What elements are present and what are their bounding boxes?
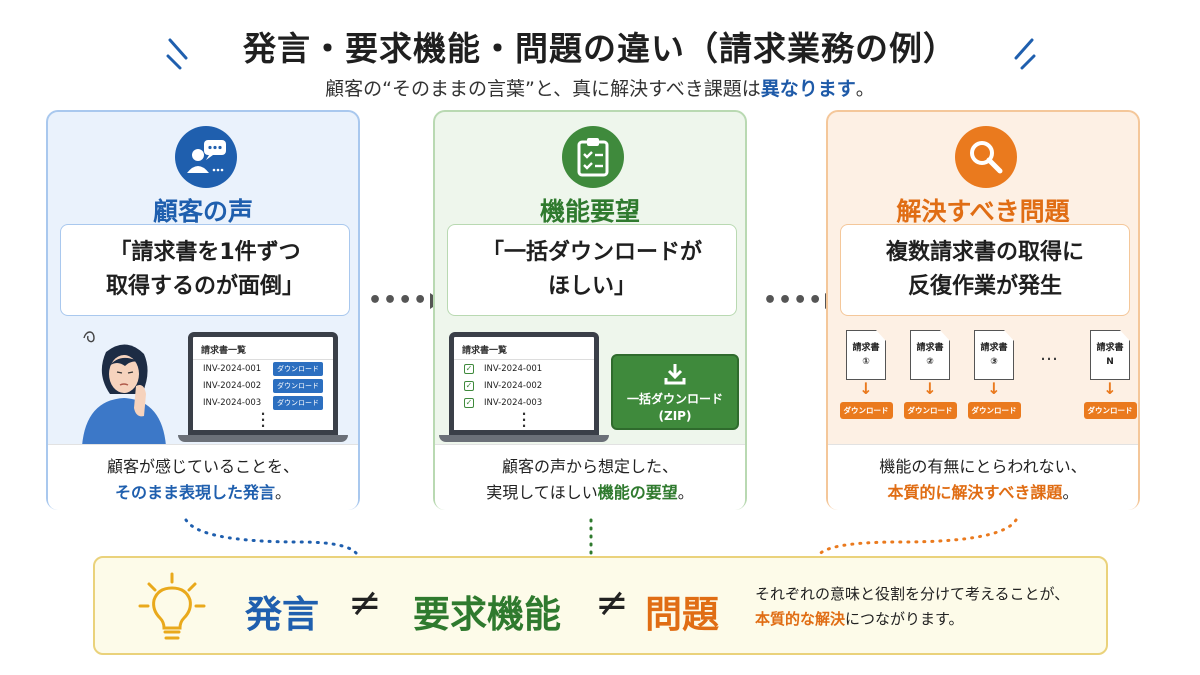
panel-heading: 顧客の声 — [152, 197, 253, 226]
not-equal-icon: ≠ — [348, 580, 382, 626]
customer-quote: 「請求書を1件ずつ 取得するのが面倒」 — [60, 224, 350, 316]
laptop-invoice-checklist: 請求書一覧 ✓INV-2024-001 ✓INV-2024-002 ✓INV-2… — [439, 332, 609, 444]
not-equal-icon: ≠ — [595, 580, 629, 626]
summary-word-feature: 要求機能 — [413, 593, 561, 636]
more-rows-icon: ··· — [521, 407, 527, 433]
checkbox-checked-icon[interactable]: ✓ — [464, 363, 474, 374]
bulk-download-button[interactable]: 一括ダウンロード (ZIP) — [611, 354, 739, 430]
speech-bubble-person-icon — [175, 126, 237, 188]
lightbulb-icon — [138, 572, 206, 640]
ellipsis: … — [1040, 344, 1058, 365]
connector-lines — [184, 518, 1018, 558]
page-title: 発言・要求機能・問題の違い（請求業務の例） — [243, 29, 957, 68]
accent-lines-right — [1014, 38, 1036, 70]
invoice-row: ✓INV-2024-002 — [464, 380, 543, 391]
checkbox-checked-icon[interactable]: ✓ — [464, 397, 474, 408]
arrow-down-icon: ↓ — [859, 379, 873, 398]
invoice-list-title: 請求書一覧 — [193, 337, 333, 360]
download-button[interactable]: ダウンロード — [839, 402, 893, 419]
arrow-down-icon: ↓ — [923, 379, 937, 398]
clipboard-checklist-icon — [562, 126, 624, 188]
accent-lines-left — [166, 38, 188, 70]
problem-statement: 複数請求書の取得に 反復作業が発生 — [840, 224, 1130, 316]
summary-note: それぞれの意味と役割を分けて考えることが、 本質的な解決につながります。 — [755, 585, 1070, 628]
download-button[interactable]: ダウンロード — [903, 402, 957, 419]
summary-word-statement: 発言 — [245, 593, 319, 636]
subtitle-text: 顧客の“そのままの言葉”と、真に解決すべき課題は — [325, 78, 761, 100]
invoice-row: ✓INV-2024-003 — [464, 397, 543, 408]
download-button[interactable]: ダウンロード — [273, 361, 323, 376]
download-button[interactable]: ダウンロード — [967, 402, 1021, 419]
subtitle-end: 。 — [855, 78, 875, 100]
page-subtitle: 顧客の“そのままの言葉”と、真に解決すべき課題は異なります。 — [0, 74, 1200, 101]
more-rows-icon: ··· — [260, 407, 266, 433]
subtitle-emphasis: 異なります — [760, 78, 856, 100]
checkbox-checked-icon[interactable]: ✓ — [464, 380, 474, 391]
download-button[interactable]: ダウンロード — [273, 395, 323, 410]
panel-heading: 機能要望 — [539, 197, 640, 226]
summary-word-problem: 問題 — [645, 593, 719, 636]
flow-arrow: •••• — [368, 288, 443, 313]
arrow-down-icon: ↓ — [1103, 379, 1117, 398]
panel-description: 機能の有無にとらわれない、 本質的に解決すべき課題。 — [828, 444, 1138, 510]
download-icon — [664, 364, 686, 385]
panel-description: 顧客の声から想定した、 実現してほしい機能の要望。 — [435, 444, 745, 510]
panel-feature-request: 機能要望 「一括ダウンロードが ほしい」 請求書一覧 ✓INV-2024-001… — [433, 110, 747, 510]
invoice-row: ✓INV-2024-001 — [464, 363, 543, 374]
magnifier-icon — [955, 126, 1017, 188]
download-button[interactable]: ダウンロード — [273, 378, 323, 393]
summary-box: 発言 ≠ 要求機能 ≠ 問題 それぞれの意味と役割を分けて考えることが、 本質的… — [93, 556, 1108, 655]
invoice-list-title: 請求書一覧 — [454, 337, 594, 360]
panel-customer-voice: 顧客の声 「請求書を1件ずつ 取得するのが面倒」 請求書一覧 INV-2024-… — [46, 110, 360, 510]
arrow-down-icon: ↓ — [987, 379, 1001, 398]
download-button[interactable]: ダウンロード — [1083, 402, 1137, 419]
feature-quote: 「一括ダウンロードが ほしい」 — [447, 224, 737, 316]
panel-description: 顧客が感じていることを、 そのまま表現した発言。 — [48, 444, 358, 510]
worried-person-illustration — [82, 331, 166, 446]
panel-heading: 解決すべき問題 — [896, 197, 1070, 226]
